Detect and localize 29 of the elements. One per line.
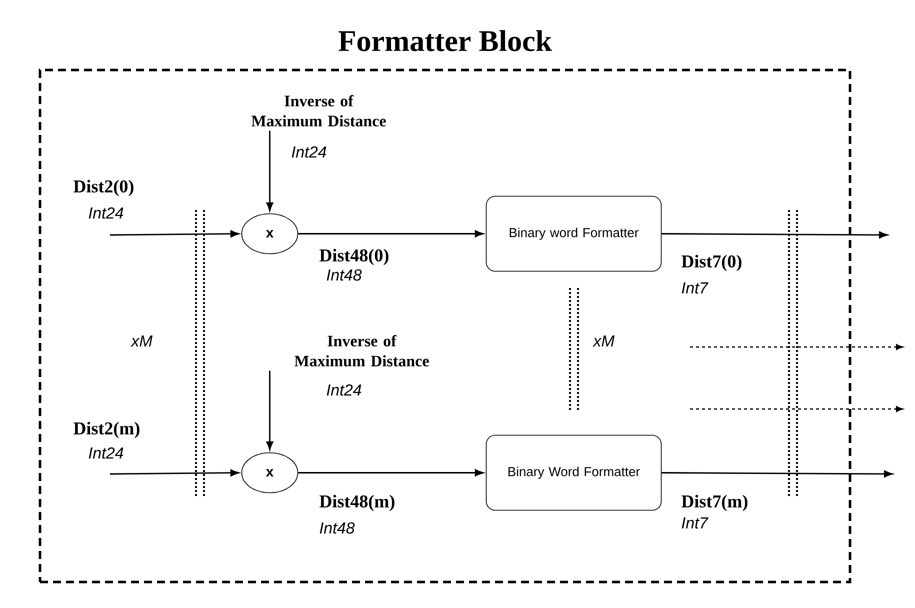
arrow: [662, 470, 893, 478]
type-label: Int7: [682, 517, 708, 529]
arrow: [266, 130, 274, 212]
arrow: [266, 370, 274, 450]
type-label: xM: [130, 336, 153, 346]
process-box: Binary Word Formatter: [486, 434, 662, 511]
type-label: xM: [592, 336, 615, 346]
type-label: Int24: [326, 384, 362, 396]
type-label: Int24: [292, 146, 326, 158]
type-label: Int24: [88, 447, 124, 459]
edge-label: Dist7(0): [682, 254, 742, 272]
edge-label: Dist2(0): [74, 180, 134, 196]
input-label: Inverse of Maximum Distance: [294, 335, 429, 366]
type-label: Int48: [320, 522, 355, 534]
edge-label: Dist48(m): [320, 494, 394, 512]
input-label: Inverse of Maximum Distance: [251, 95, 386, 126]
type-label: Int7: [682, 282, 708, 294]
arrow: [298, 469, 484, 476]
arrow: [110, 469, 240, 476]
process-box: Binary word Formatter: [486, 196, 662, 272]
edge-label: Dist2(m): [74, 422, 140, 438]
type-label: Int48: [326, 269, 362, 281]
edge-label: Dist7(m): [682, 494, 748, 512]
type-label: Int24: [88, 207, 124, 219]
arrow: [110, 230, 240, 238]
arrow: [662, 231, 888, 238]
arrow: [298, 230, 484, 238]
edge-label: Dist48(0): [320, 248, 388, 266]
node-label: Formatter Block: [338, 30, 552, 52]
